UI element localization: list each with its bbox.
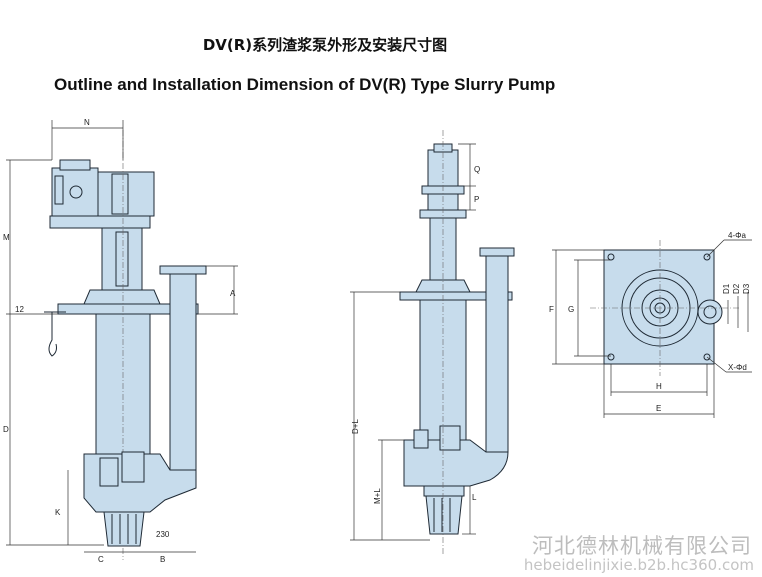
dim-D3: D3 — [742, 283, 751, 294]
dim-C: C — [98, 555, 104, 564]
middle-pump-casing — [403, 439, 509, 487]
dim-L: L — [472, 493, 477, 502]
dim-D: D — [3, 425, 9, 434]
dim-M-plus-L: M+L — [373, 488, 382, 504]
dim-K: K — [55, 508, 61, 517]
dim-M: M — [3, 233, 10, 242]
chinese-title: DV(R)系列渣浆泵外形及安装尺寸图 — [202, 36, 448, 54]
left-discharge-pipe — [169, 273, 197, 471]
dim-G: G — [568, 305, 574, 314]
plan-view: G F H E 4-Φa X-Φd D1 D2 D3 — [549, 231, 752, 418]
dim-230: 230 — [156, 530, 170, 539]
left-view: N M D 12 A K 230 C B — [3, 118, 238, 564]
dim-X-phi-d: X-Φd — [728, 363, 747, 372]
dim-D1: D1 — [722, 283, 731, 294]
watermark-company: 河北德林机械有限公司 — [532, 534, 752, 558]
dim-B: B — [160, 555, 165, 564]
left-strainer — [103, 511, 145, 547]
middle-discharge-pipe — [485, 255, 509, 453]
dim-E: E — [656, 404, 661, 413]
english-title: Outline and Installation Dimension of DV… — [54, 75, 556, 94]
watermark-url: hebeidelinjixie.b2b.hc360.com — [523, 556, 754, 574]
dim-Q: Q — [474, 165, 480, 174]
plan-discharge-outlet — [697, 299, 723, 325]
middle-strainer — [425, 495, 463, 535]
lifting-hook — [48, 312, 57, 357]
left-motor-base — [49, 215, 151, 229]
middle-view: Q P D+L M+L L — [350, 130, 515, 556]
dim-D2: D2 — [732, 283, 741, 294]
dim-A: A — [230, 289, 236, 298]
left-column — [101, 227, 143, 291]
dim-H: H — [656, 382, 662, 391]
dim-D-plus-L: D+L — [351, 419, 360, 434]
dim-N: N — [84, 118, 90, 127]
dim-P: P — [474, 195, 479, 204]
dim-12: 12 — [15, 305, 24, 314]
dim-4-phi-a: 4-Φa — [728, 231, 746, 240]
dim-F: F — [549, 305, 554, 314]
